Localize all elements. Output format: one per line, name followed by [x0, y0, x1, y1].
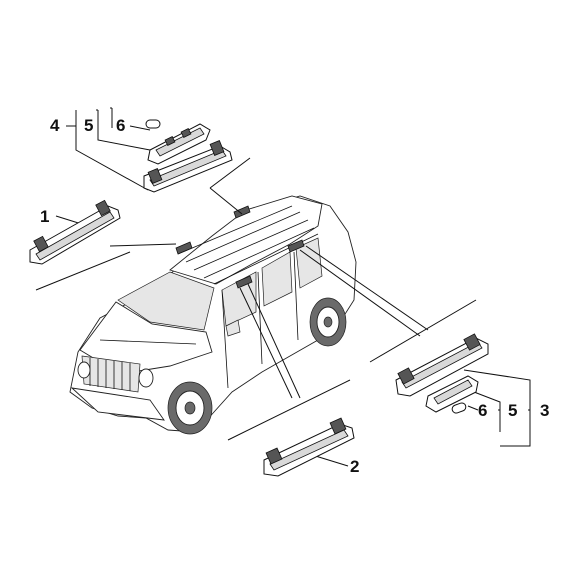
bracket-4 — [66, 110, 77, 127]
callout-6-right: 6 — [478, 401, 487, 420]
part-1-grab-handle — [29, 199, 121, 265]
callout-1: 1 — [40, 207, 49, 226]
leader-lines — [35, 108, 531, 467]
vehicle-illustration — [69, 195, 357, 435]
part-2-grab-handle — [263, 417, 355, 477]
callout-4: 4 — [50, 116, 60, 135]
part-3-grab-handle-assembly — [395, 333, 489, 397]
part-6-bulb-right — [451, 402, 467, 414]
part-6-bulb — [145, 119, 161, 129]
bracket-5-top — [96, 107, 112, 111]
callout-5-top: 5 — [84, 116, 93, 135]
callout-6-top: 6 — [116, 116, 125, 135]
part-5-courtesy-lamp — [147, 123, 211, 165]
callout-5-right: 5 — [508, 401, 517, 420]
callout-2: 2 — [350, 457, 359, 476]
part-4-grab-handle-assembly — [143, 140, 233, 193]
part-5-courtesy-lamp-right — [425, 375, 479, 413]
callout-3: 3 — [540, 401, 549, 420]
